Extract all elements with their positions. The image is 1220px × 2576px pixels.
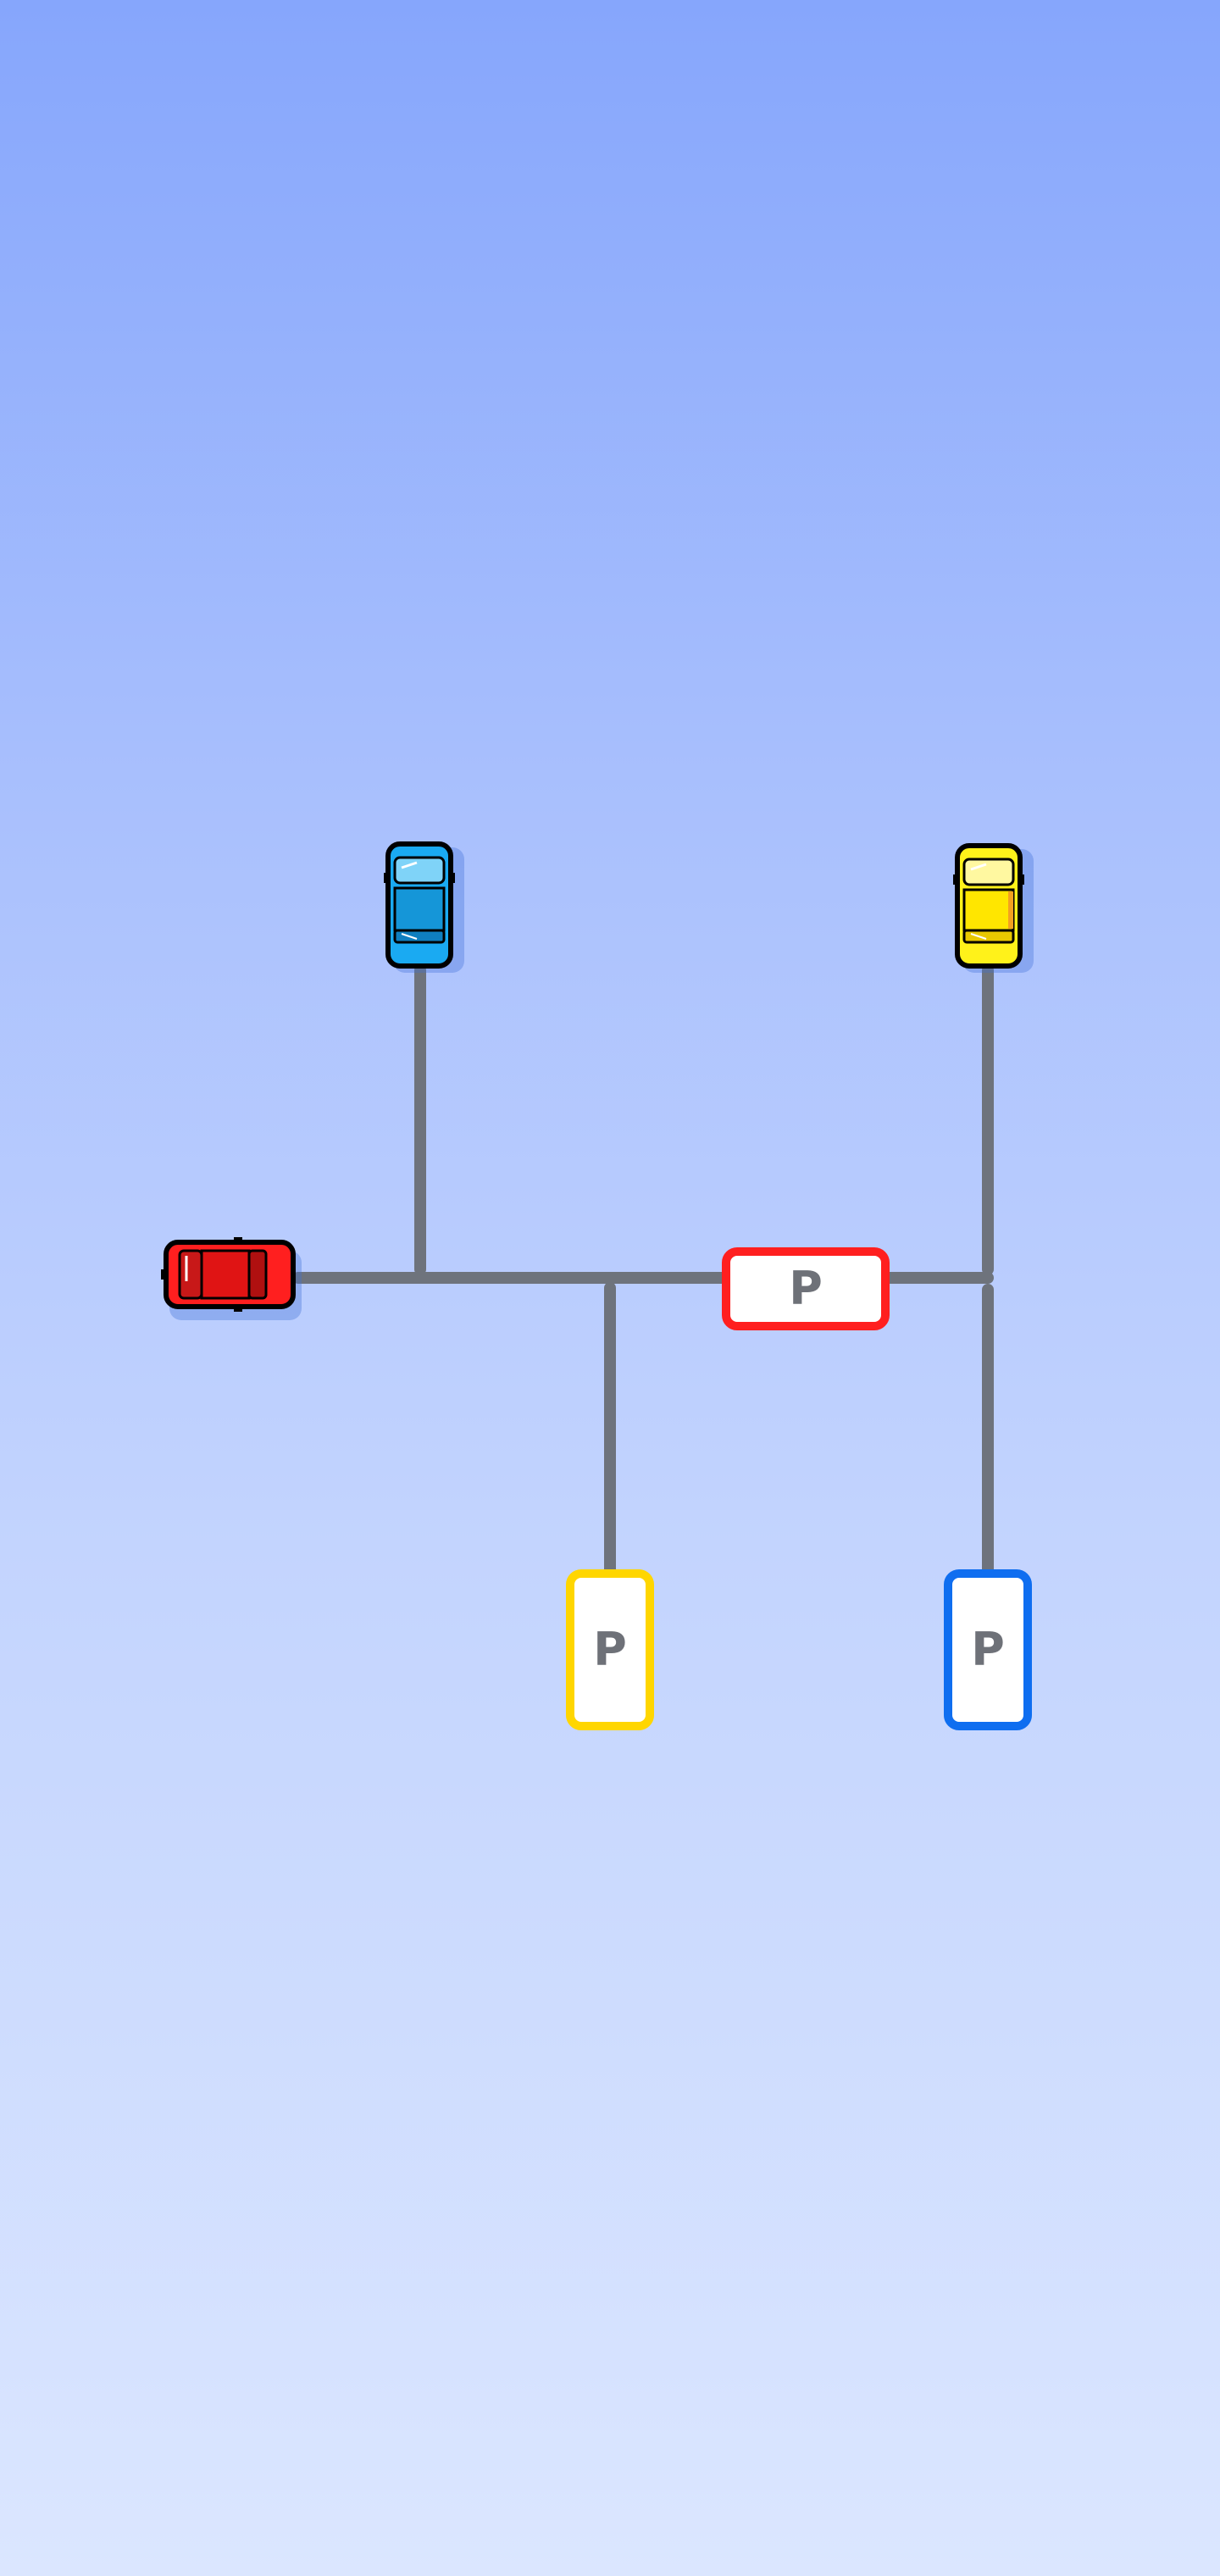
car-icon <box>384 841 464 973</box>
parking-spot-blue[interactable]: P <box>944 1569 1032 1730</box>
parking-spot-label: P <box>971 1623 1005 1676</box>
parking-spot-label: P <box>593 1623 627 1676</box>
parking-spot-label: P <box>789 1262 823 1315</box>
car-red[interactable] <box>161 1237 302 1320</box>
car-icon <box>161 1237 302 1320</box>
parking-spot-red[interactable]: P <box>722 1247 890 1330</box>
parking-spot-yellow[interactable]: P <box>566 1569 654 1730</box>
car-icon <box>953 843 1034 973</box>
car-blue[interactable] <box>383 839 464 973</box>
car-yellow[interactable] <box>952 841 1034 973</box>
